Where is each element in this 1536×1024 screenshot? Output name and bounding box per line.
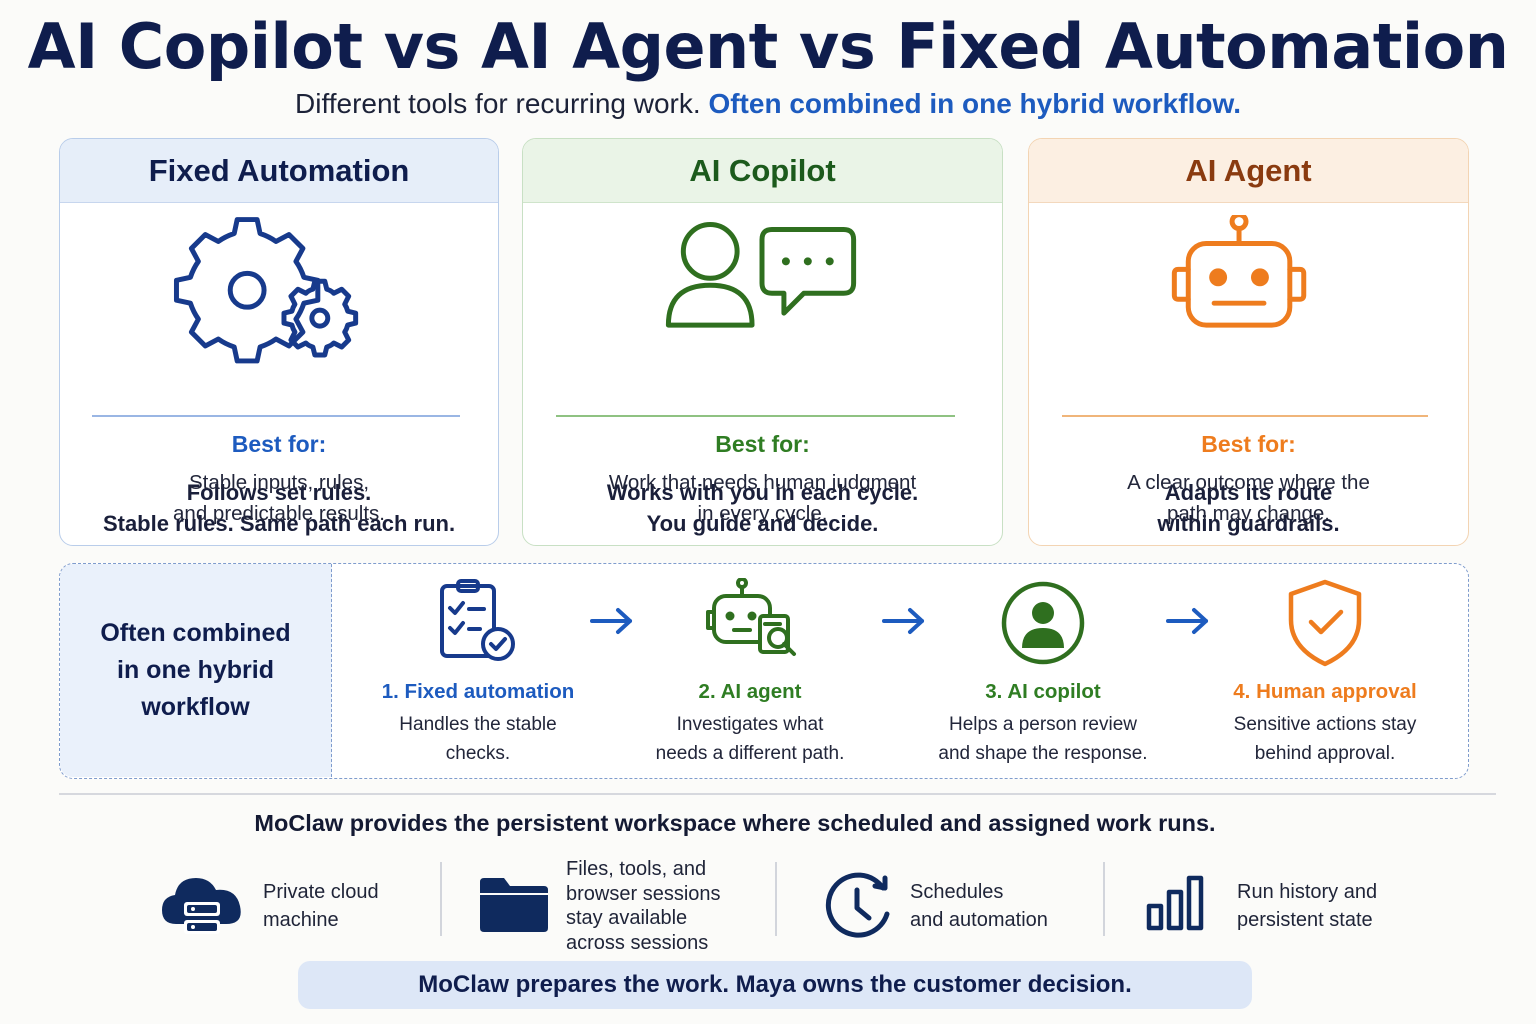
feature-line: persistent state [1237, 909, 1373, 931]
hybrid-workflow: Often combined in one hybrid workflow 1. F… [59, 563, 1469, 779]
subtitle-accent: Often combined in one hybrid workflow. [708, 88, 1241, 119]
step-description: Handles the stable checks. [348, 710, 608, 768]
subtitle-text: Different tools for recurring work. [295, 88, 701, 119]
card-desc-line: Follows set rules. [186, 480, 372, 505]
step-description: Investigates what needs a different path. [620, 710, 880, 768]
workflow-label-line: Often combined [100, 619, 291, 647]
card-ai-copilot: AI Copilot Works with you in each cycle.… [522, 138, 1003, 546]
workflow-step-fixed-automation: 1. Fixed automation Handles the stable ch… [348, 564, 608, 777]
workflow-step-human-approval: 4. Human approval Sensitive actions stay… [1195, 564, 1455, 777]
card-fixed-automation: Fixed Automation Follows set rules.Stabl… [59, 138, 499, 546]
workflow-step-ai-copilot: 3. AI copilot Helps a person review and s… [913, 564, 1173, 777]
feature-run-history: Run history and persistent state [1135, 858, 1377, 954]
best-for-description: A clear outcome where the path may change… [1029, 467, 1468, 529]
bar-chart-icon [1146, 875, 1204, 931]
page-subtitle: Different tools for recurring work. Ofte… [0, 88, 1536, 120]
checklist-icon [440, 579, 515, 661]
best-for-label: Best for: [715, 431, 810, 457]
workflow-label-line: workflow [141, 693, 250, 721]
feature-text: Private cloud machine [263, 878, 379, 934]
arrow-right-icon [590, 608, 632, 634]
best-for-line: A clear outcome where the [1127, 471, 1370, 494]
feature-line: browser sessions [566, 882, 721, 905]
robot-icon [1171, 215, 1307, 328]
workflow-label: Often combined in one hybrid workflow [60, 564, 332, 777]
feature-text: Schedules and automation [910, 878, 1048, 934]
arrow-right-icon [882, 608, 924, 634]
shield-check-icon [1288, 579, 1362, 667]
workflow-label-line: in one hybrid [117, 656, 274, 684]
step-title: 3. AI copilot [985, 680, 1101, 703]
feature-line: Run history and [1237, 881, 1378, 903]
arrow-right-icon [1166, 608, 1208, 634]
step-desc-line: checks. [445, 743, 511, 764]
step-title: 1. Fixed automation [381, 680, 575, 703]
step-title: 2. AI agent [698, 680, 802, 703]
best-for-description: Work that needs human judgment in every c… [523, 467, 1002, 529]
best-for-line: path may change. [1167, 502, 1330, 525]
footer-banner: MoClaw prepares the work. Maya owns the … [298, 961, 1252, 1009]
step-description: Sensitive actions stay behind approval. [1195, 710, 1455, 768]
feature-private-cloud: Private cloud machine [158, 858, 379, 954]
feature-line: and automation [910, 909, 1048, 931]
card-title: AI Copilot [523, 139, 1002, 203]
best-for-line: Work that needs human judgment [608, 471, 917, 494]
step-desc-line: needs a different path. [655, 743, 845, 764]
workflow-step-ai-agent: 2. AI agent Investigates what needs a dif… [620, 564, 880, 777]
card-description: Follows set rules. Stable rules. Same pat… [60, 477, 498, 539]
card-desc-line: within guardrails. [1157, 511, 1340, 536]
best-for-line: in every cycle. [697, 502, 828, 525]
feature-text: Run history and persistent state [1237, 878, 1377, 934]
gears-icon [173, 217, 359, 364]
step-desc-line: Helps a person review [949, 714, 1137, 735]
feature-line: across sessions [566, 931, 709, 954]
person-chat-icon [665, 222, 857, 328]
card-desc-line: Stable rules. Same path each run. [102, 511, 456, 536]
feature-separator [440, 862, 442, 936]
feature-separator [1103, 862, 1105, 936]
step-desc-line: Handles the stable [399, 714, 557, 735]
feature-line: stay available [566, 907, 688, 929]
feature-line: Schedules [910, 881, 1004, 903]
feature-line: machine [263, 909, 339, 931]
card-title: Fixed Automation [60, 139, 498, 203]
card-divider [1062, 415, 1428, 417]
feature-schedules: Schedules and automation [815, 858, 1048, 954]
section-divider [59, 793, 1496, 795]
feature-line: Files, tools, and [566, 858, 707, 880]
card-description: Adapts its route within guardrails. [1029, 477, 1468, 539]
step-description: Helps a person review and shape the respo… [913, 710, 1173, 768]
cloud-server-icon [162, 878, 241, 934]
folder-icon [480, 878, 548, 932]
clock-icon [825, 872, 890, 938]
best-for-label: Best for: [231, 431, 327, 457]
card-description: Works with you in each cycle. You guide a… [523, 477, 1002, 539]
step-desc-line: Sensitive actions stay [1233, 714, 1417, 735]
moclaw-statement: MoClaw provides the persistent workspace… [254, 810, 1216, 836]
card-desc-line: You guide and decide. [646, 511, 879, 536]
best-for-line: and predictable results. [173, 502, 385, 525]
best-for-label: Best for: [1201, 431, 1296, 457]
card-divider [556, 415, 955, 417]
best-for-line: Stable inputs, rules, [188, 471, 370, 494]
step-desc-line: Investigates what [676, 714, 824, 735]
person-circle-icon [1001, 581, 1085, 665]
step-desc-line: and shape the response. [938, 743, 1148, 764]
step-desc-line: behind approval. [1254, 743, 1396, 764]
card-ai-agent: AI Agent Adapts its route within guardrai… [1028, 138, 1469, 546]
feature-separator [775, 862, 777, 936]
page-title: AI Copilot vs AI Agent vs Fixed Automati… [27, 10, 1509, 83]
step-title: 4. Human approval [1233, 680, 1417, 703]
feature-line: Private cloud [263, 881, 379, 903]
robot-search-icon [706, 578, 796, 656]
card-divider [92, 415, 460, 417]
card-desc-line: Adapts its route [1164, 480, 1333, 505]
card-title: AI Agent [1029, 139, 1468, 203]
best-for-description: Stable inputs, rules, and predictable res… [60, 467, 498, 529]
card-desc-line: Works with you in each cycle. [606, 480, 919, 505]
